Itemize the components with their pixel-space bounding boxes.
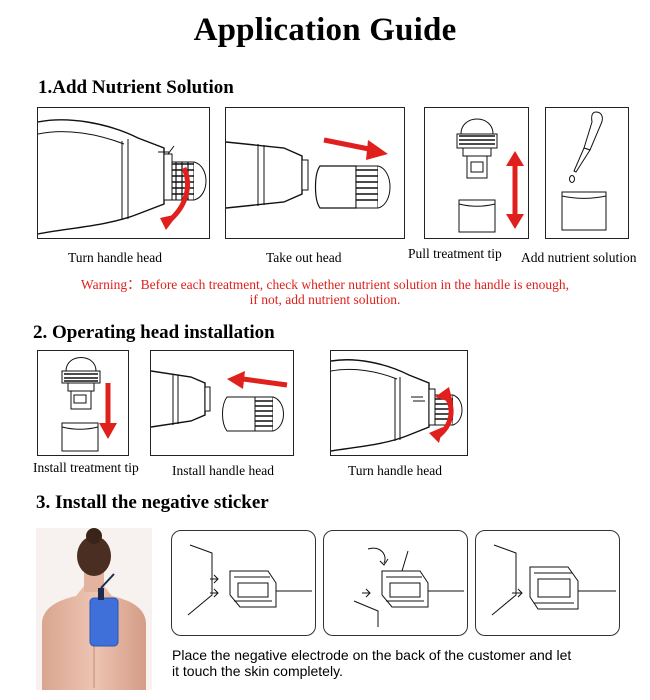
caption-install-treatment-tip: Install treatment tip [33,460,139,475]
handle-icon [151,370,284,432]
section2-heading: 2. Operating head installation [33,322,275,343]
electrode-clip-icon [491,544,616,616]
panel-install-handle-head [150,350,294,456]
caption-turn-handle-head: Turn handle head [68,250,162,265]
electrode-clip-icon [353,547,464,627]
warning-line-2: if not, add nutrient solution. [249,292,401,307]
panel-sticker-step-1 [171,530,316,636]
panel-turn-handle-head [37,107,210,239]
red-arrow-icon [323,137,388,160]
section3-heading: 3. Install the negative sticker [36,492,269,513]
panel-take-out-head [225,107,405,239]
electrode-sticker [89,597,119,647]
panel-sticker-step-3 [475,530,620,636]
caption-install-handle-head: Install handle head [172,463,274,478]
handle-icon [38,119,207,235]
dropper-icon [561,111,607,231]
section1-heading: 1.Add Nutrient Solution [38,77,234,98]
caption-pull-treatment-tip: Pull treatment tip [408,246,502,261]
panel-install-treatment-tip [37,350,129,456]
electrode-clip-icon [187,544,312,616]
page-title: Application Guide [193,12,457,48]
caption-add-nutrient-solution: Add nutrient solution [521,250,637,265]
red-arrow-icon [160,166,190,230]
panel-pull-treatment-tip [424,107,529,239]
red-arrow-icon [429,387,454,443]
panel-sticker-step-2 [323,530,468,636]
panel-add-nutrient-solution [545,107,629,239]
red-arrow-icon [99,383,117,439]
warning-line-1: Warning：Before each treatment, check whe… [80,277,570,292]
red-arrow-icon [227,371,288,389]
red-arrow-icon [506,151,524,229]
instruction-line-1: Place the negative electrode on the back… [172,647,572,663]
caption-take-out-head: Take out head [266,250,342,265]
caption-turn-handle-head-2: Turn handle head [348,463,442,478]
instruction-line-2: it touch the skin completely. [172,663,343,679]
treatment-tip-icon [61,357,101,452]
person-back-photo [36,528,152,690]
treatment-tip-icon [456,118,498,233]
panel-turn-handle-head-2 [330,350,468,456]
bottle-icon [561,191,607,231]
handle-icon [226,141,391,209]
